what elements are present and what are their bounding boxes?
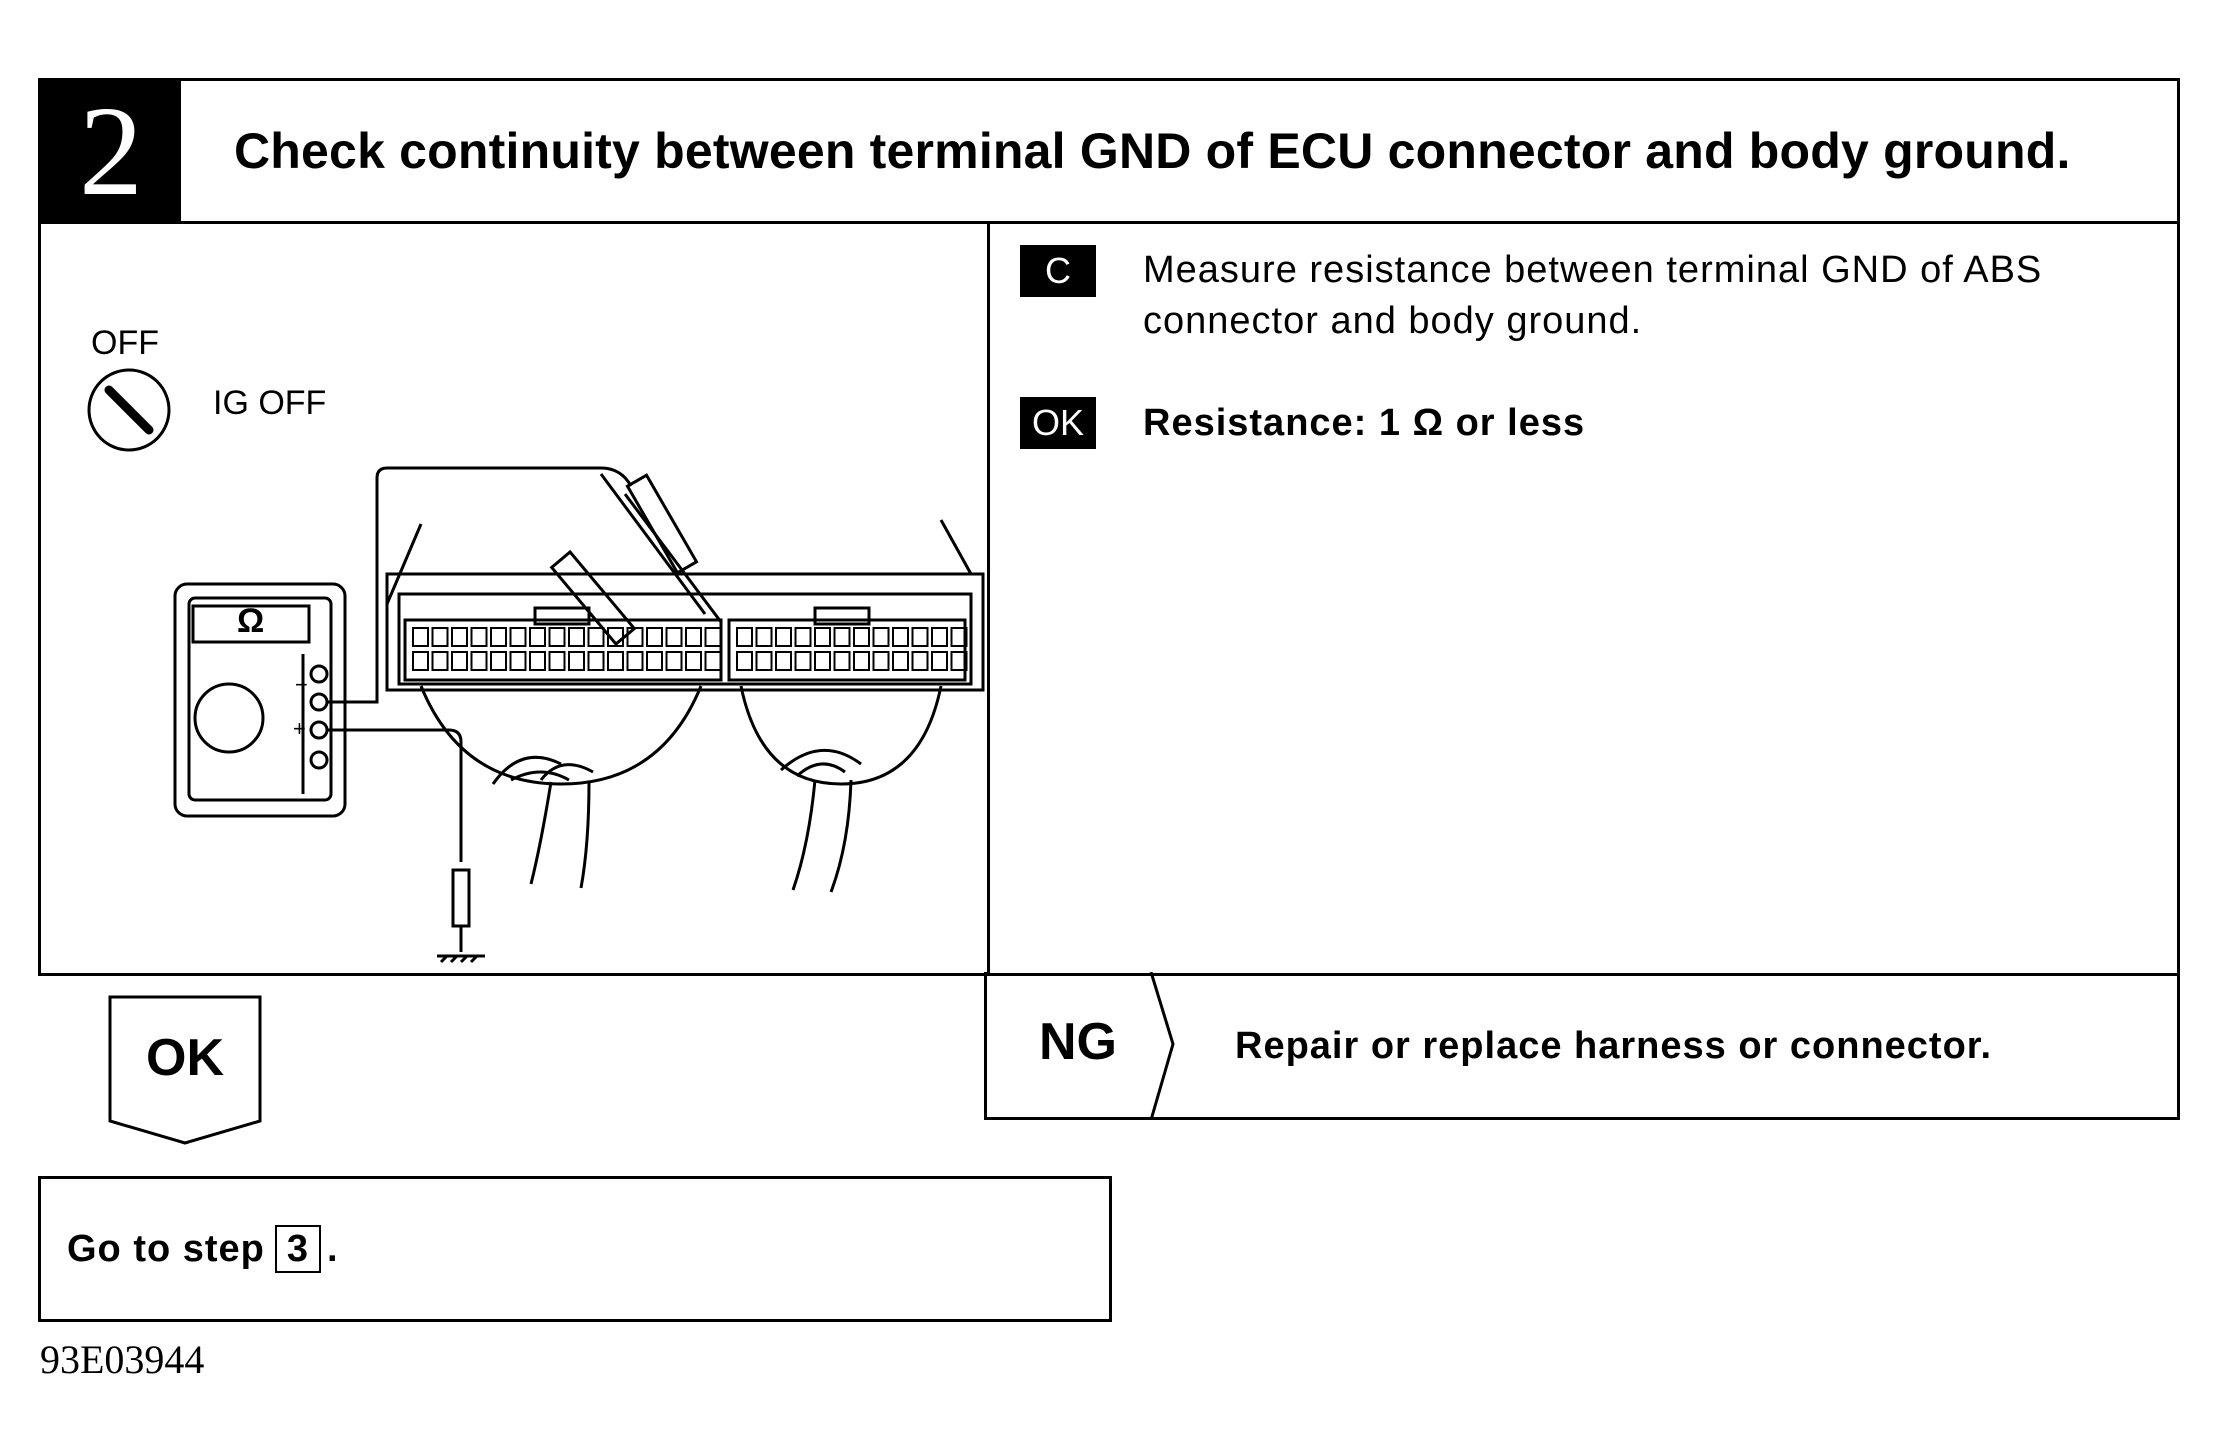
instruction-text: Measure resistance between terminal GND … xyxy=(1143,249,2043,342)
connector-terminal xyxy=(892,627,909,647)
connector-terminal xyxy=(490,627,507,647)
spec-badge: OK xyxy=(1020,397,1096,449)
connector-terminal xyxy=(548,651,566,671)
reference-code: 93E03944 xyxy=(40,1337,205,1382)
ok-label: OK xyxy=(146,1029,224,1087)
connector-terminal xyxy=(931,651,948,671)
connector-terminal xyxy=(814,627,831,647)
connector-terminal xyxy=(412,627,429,647)
ignition-switch-icon xyxy=(87,368,171,452)
connector-terminal xyxy=(950,627,968,647)
connector-terminal xyxy=(872,651,890,671)
minus-label: − xyxy=(295,672,308,697)
ok-action-prefix: Go to step xyxy=(67,1228,265,1270)
connector-terminal xyxy=(685,627,702,647)
ecu-connector-right xyxy=(727,618,967,682)
connector-terminal xyxy=(587,627,605,647)
connector-terminal xyxy=(529,651,546,671)
connector-terminal xyxy=(704,627,722,647)
connector-terminal xyxy=(853,651,870,671)
connector-terminal xyxy=(568,627,585,647)
connector-terminal xyxy=(775,627,792,647)
connector-terminal xyxy=(755,651,773,671)
connector-terminal xyxy=(548,627,566,647)
instruction-badge: C xyxy=(1020,245,1096,297)
step-frame: 2 Check continuity between terminal GND … xyxy=(38,78,2180,976)
connector-terminal xyxy=(755,627,773,647)
plus-label: + xyxy=(293,716,306,741)
switch-state-label: OFF xyxy=(91,324,159,362)
ng-label: NG xyxy=(1039,1013,1117,1071)
ng-arrow xyxy=(1149,972,1175,1120)
column-divider xyxy=(987,221,990,973)
connector-terminal xyxy=(685,651,702,671)
connector-terminal xyxy=(470,651,488,671)
connector-terminal xyxy=(431,627,449,647)
connector-terminal xyxy=(736,651,753,671)
connector-terminal xyxy=(431,651,449,671)
connector-terminal xyxy=(568,651,585,671)
connector-terminal xyxy=(509,627,527,647)
connector-terminal xyxy=(451,627,468,647)
connector-terminal xyxy=(911,627,929,647)
connector-terminal xyxy=(853,627,870,647)
connector-terminal xyxy=(704,651,722,671)
connector-terminal xyxy=(451,651,468,671)
spec-text: Resistance: 1 Ω or less xyxy=(1143,402,1586,444)
connector-terminal xyxy=(665,627,683,647)
connector-terminal xyxy=(646,651,663,671)
step-title: Check continuity between terminal GND of… xyxy=(234,123,2071,179)
ecu-connector-diagram xyxy=(87,368,985,964)
connector-terminal xyxy=(794,627,812,647)
connector-terminal xyxy=(872,627,890,647)
step-number: 2 xyxy=(41,81,181,221)
connector-terminal xyxy=(509,651,527,671)
connector-terminal xyxy=(833,627,851,647)
connector-terminal xyxy=(470,627,488,647)
ohm-symbol: Ω xyxy=(237,602,265,640)
connector-terminal xyxy=(626,651,644,671)
next-step-link[interactable]: 3 xyxy=(274,1225,322,1273)
ignition-label: IG OFF xyxy=(213,384,327,422)
connector-terminal xyxy=(814,651,831,671)
ng-action: Repair or replace harness or connector. xyxy=(1235,1025,1993,1067)
connector-terminal xyxy=(646,627,663,647)
illustration: OFF IG OFF Ω − + xyxy=(41,224,987,976)
connector-terminal xyxy=(607,651,624,671)
connector-terminal xyxy=(665,651,683,671)
connector-terminal xyxy=(892,651,909,671)
ecu-connector-left xyxy=(403,618,723,682)
connector-terminal xyxy=(950,651,968,671)
connector-terminal xyxy=(490,651,507,671)
ok-arrow xyxy=(108,995,262,1145)
connector-terminal xyxy=(736,627,753,647)
connector-terminal xyxy=(412,651,429,671)
connector-terminal xyxy=(775,651,792,671)
ok-action-suffix: . xyxy=(327,1228,339,1270)
connector-terminal xyxy=(911,651,929,671)
connector-terminal xyxy=(833,651,851,671)
ng-branch: NG Repair or replace harness or connecto… xyxy=(984,972,2180,1120)
header-divider xyxy=(41,221,2177,224)
connector-terminal xyxy=(529,627,546,647)
ohmmeter-icon xyxy=(173,582,347,818)
connector-terminal xyxy=(931,627,948,647)
connector-terminal xyxy=(794,651,812,671)
connector-terminal xyxy=(587,651,605,671)
